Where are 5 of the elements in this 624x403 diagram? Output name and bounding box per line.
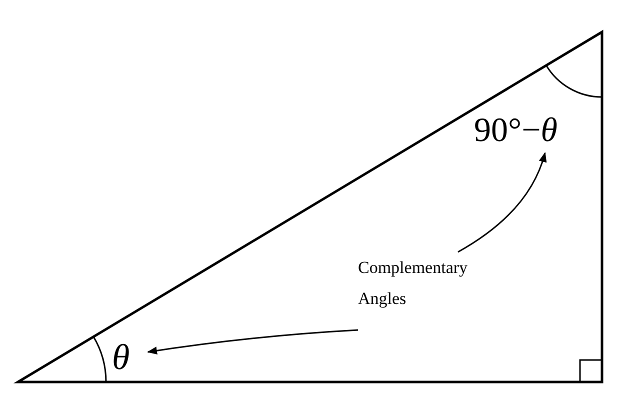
angle-label: 90°−θ xyxy=(474,111,558,151)
angle-label: θ xyxy=(112,336,130,379)
curved-arrow xyxy=(458,152,546,253)
curved-arrow xyxy=(147,329,358,355)
annotation-text: Complementary Angles xyxy=(358,257,469,310)
